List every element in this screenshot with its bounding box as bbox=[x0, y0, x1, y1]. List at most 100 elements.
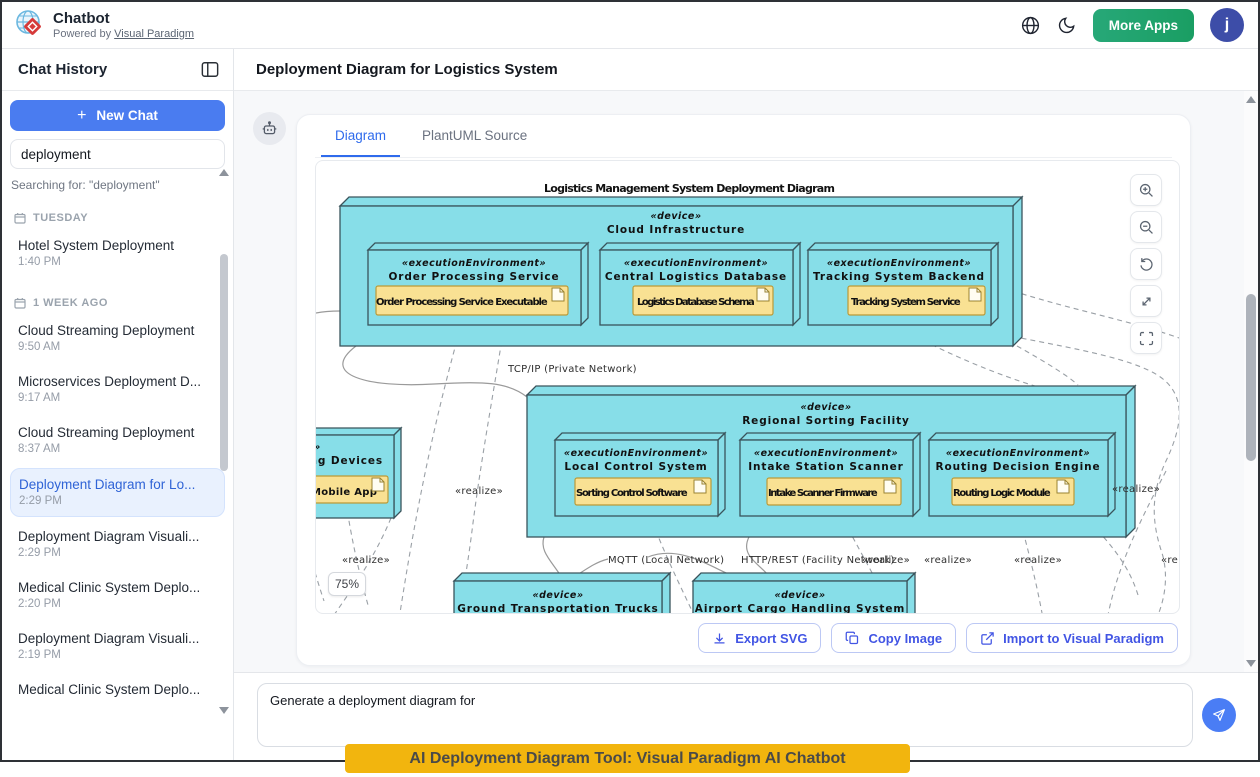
edge-label-realize: «realize» bbox=[862, 555, 910, 566]
language-globe-icon[interactable] bbox=[1020, 15, 1041, 36]
import-to-visual-paradigm-button[interactable]: Import to Visual Paradigm bbox=[966, 623, 1178, 653]
tab-diagram[interactable]: Diagram bbox=[321, 115, 401, 157]
zoom-in-button[interactable] bbox=[1130, 174, 1162, 206]
node-local-control-system: «executionEnvironment» Local Control Sys… bbox=[553, 431, 727, 518]
stereotype-exec-env: «executionEnvironment» bbox=[402, 258, 546, 269]
stereotype-exec-env: «executionEnvironment» bbox=[754, 448, 898, 459]
chat-history-item[interactable]: Cloud Streaming Deployment 9:50 AM bbox=[18, 323, 195, 353]
more-apps-button[interactable]: More Apps bbox=[1092, 8, 1194, 42]
edge-label-realize: «realize» bbox=[455, 486, 503, 497]
chat-history-item[interactable]: Medical Clinic System Deplo... bbox=[18, 682, 201, 697]
node-clipped-devices: e» ing Devices r Mobile App bbox=[316, 426, 403, 520]
edge-label-realize: «realize» bbox=[1112, 484, 1160, 495]
powered-by: Powered by Visual Paradigm bbox=[53, 28, 195, 40]
download-icon bbox=[714, 633, 725, 643]
bot-avatar bbox=[253, 112, 286, 145]
dark-mode-moon-icon[interactable] bbox=[1057, 15, 1077, 35]
sidebar-body: + New Chat Searching for: "deployment" T… bbox=[2, 91, 233, 758]
message-input[interactable]: Generate a deployment diagram for bbox=[257, 683, 1193, 747]
brand: Chatbot Powered by Visual Paradigm bbox=[14, 8, 194, 43]
diagram-canvas[interactable]: Logistics Management System Deployment D… bbox=[315, 160, 1180, 614]
sidebar-scrollbar[interactable] bbox=[219, 169, 229, 714]
reset-view-button[interactable] bbox=[1130, 248, 1162, 280]
header-right: More Apps j bbox=[1020, 8, 1244, 42]
artifact-label: Routing Logic Module bbox=[953, 488, 1051, 499]
app-header: Chatbot Powered by Visual Paradigm More … bbox=[2, 2, 1258, 49]
chat-history-item[interactable]: Cloud Streaming Deployment 8:37 AM bbox=[18, 425, 195, 455]
zoom-controls bbox=[1130, 174, 1162, 354]
send-paper-plane-icon bbox=[1213, 709, 1225, 721]
artifact-label-fragment: r Mobile App bbox=[316, 487, 377, 498]
artifact-document-icon bbox=[883, 479, 897, 494]
chat-history-item-selected[interactable]: Deployment Diagram for Lo... 2:29 PM bbox=[10, 468, 225, 517]
diagram-card: Diagram PlantUML Source bbox=[296, 114, 1191, 666]
node-name: Local Control System bbox=[564, 461, 707, 473]
user-avatar[interactable]: j bbox=[1210, 8, 1244, 42]
node-ground-transportation-trucks: «device» Ground Transportation Trucks bbox=[452, 571, 672, 614]
sidebar: Chat History + New Chat Searching for: "… bbox=[2, 49, 234, 760]
collapse-panel-icon[interactable] bbox=[201, 61, 219, 78]
chat-history-item[interactable]: Deployment Diagram Visuali... 2:29 PM bbox=[18, 529, 200, 559]
node-intake-station-scanner: «executionEnvironment» Intake Station Sc… bbox=[738, 431, 922, 518]
chat-area: Diagram PlantUML Source bbox=[234, 91, 1258, 672]
expand-button[interactable] bbox=[1130, 285, 1162, 317]
zoom-out-button[interactable] bbox=[1130, 211, 1162, 243]
artifact-label: Order Processing Service Executable bbox=[376, 297, 548, 308]
external-link-icon bbox=[981, 631, 994, 645]
visual-paradigm-logo-icon bbox=[14, 8, 44, 43]
stereotype-device-fragment: e» bbox=[316, 442, 321, 453]
artifact-document-icon bbox=[968, 287, 982, 302]
fullscreen-button[interactable] bbox=[1130, 322, 1162, 354]
scroll-down-arrow[interactable] bbox=[1246, 660, 1256, 667]
node-central-logistics-database: «executionEnvironment» Central Logistics… bbox=[598, 241, 802, 327]
chat-history-item[interactable]: Medical Clinic System Deplo... 2:20 PM bbox=[18, 580, 201, 610]
stereotype-exec-env: «executionEnvironment» bbox=[564, 448, 708, 459]
scroll-down-arrow[interactable] bbox=[219, 707, 229, 714]
edge-label-realize: «realize» bbox=[342, 555, 390, 566]
node-name-fragment: ing Devices bbox=[316, 455, 383, 467]
edge-label-http: HTTP/REST (Facility Network) bbox=[741, 555, 895, 566]
app-title: Chatbot bbox=[53, 10, 110, 27]
scroll-up-arrow[interactable] bbox=[1246, 96, 1256, 103]
brand-text: Chatbot Powered by Visual Paradigm bbox=[53, 10, 194, 40]
node-routing-decision-engine: «executionEnvironment» Routing Decision … bbox=[927, 431, 1117, 518]
chat-history-item[interactable]: Microservices Deployment D... 9:17 AM bbox=[18, 374, 202, 404]
send-button[interactable] bbox=[1202, 698, 1236, 732]
artifact-document-icon bbox=[1056, 479, 1070, 494]
search-input[interactable] bbox=[10, 139, 225, 169]
scroll-up-arrow[interactable] bbox=[219, 169, 229, 176]
edge-labels: TCP/IP (Private Network) «realize» «real… bbox=[342, 364, 1178, 566]
main-scrollbar[interactable] bbox=[1244, 91, 1258, 672]
stereotype-device: «device» bbox=[532, 590, 583, 601]
tab-plantuml-source[interactable]: PlantUML Source bbox=[422, 127, 528, 143]
conversation-header: Deployment Diagram for Logistics System bbox=[234, 49, 1258, 91]
main-panel: Deployment Diagram for Logistics System … bbox=[234, 49, 1258, 760]
node-name: Cloud Infrastructure bbox=[607, 224, 745, 236]
node-regional-sorting-facility: «device» Regional Sorting Facility «exec… bbox=[525, 384, 1137, 539]
diagram-title: Logistics Management System Deployment D… bbox=[544, 182, 836, 195]
artifact-document-icon bbox=[551, 287, 565, 302]
searching-status: Searching for: "deployment" bbox=[11, 178, 160, 192]
node-name: Intake Station Scanner bbox=[748, 461, 904, 473]
copy-image-button[interactable]: Copy Image bbox=[831, 623, 957, 653]
artifact-document-icon bbox=[756, 287, 770, 302]
sidebar-header: Chat History bbox=[2, 49, 233, 91]
scrollbar-thumb[interactable] bbox=[220, 254, 228, 471]
stereotype-exec-env: «executionEnvironment» bbox=[946, 448, 1090, 459]
edge-label-tcp: TCP/IP (Private Network) bbox=[507, 364, 637, 375]
visual-paradigm-link[interactable]: Visual Paradigm bbox=[114, 28, 195, 40]
artifact-label: Logistics Database Schema bbox=[637, 297, 755, 308]
stereotype-device: «device» bbox=[774, 590, 825, 601]
node-order-processing-service: «executionEnvironment» Order Processing … bbox=[366, 241, 590, 327]
scrollbar-thumb[interactable] bbox=[1246, 294, 1256, 461]
zoom-level-badge: 75% bbox=[328, 572, 366, 596]
plus-icon: + bbox=[77, 106, 87, 124]
chat-history-item[interactable]: Deployment Diagram Visuali... 2:19 PM bbox=[18, 631, 200, 661]
new-chat-button[interactable]: + New Chat bbox=[10, 100, 225, 131]
artifact-document-icon bbox=[371, 477, 385, 492]
edge-label-mqtt: MQTT (Local Network) bbox=[608, 555, 724, 566]
node-name: Ground Transportation Trucks bbox=[457, 603, 658, 614]
chat-history-item[interactable]: Hotel System Deployment 1:40 PM bbox=[18, 238, 175, 268]
export-svg-button[interactable]: Export SVG bbox=[698, 623, 822, 653]
